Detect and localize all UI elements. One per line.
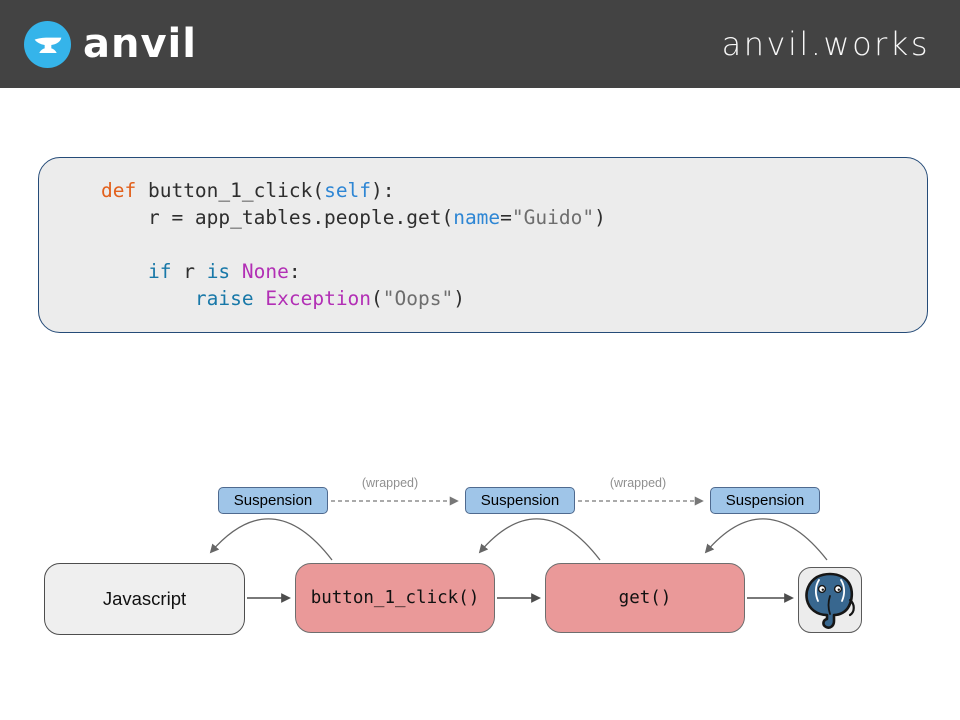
suspension-label: Suspension (480, 492, 560, 509)
suspension-arc-1 (209, 518, 333, 561)
suspension-label: Suspension (233, 492, 313, 509)
suspension-box-1: Suspension (218, 487, 328, 514)
node-label: Javascript (102, 588, 187, 609)
node-javascript: Javascript (44, 563, 245, 635)
node-button-1-click: button_1_click() (295, 563, 495, 633)
suspension-arc-2 (478, 518, 601, 561)
wrapped-label-2: (wrapped) (609, 476, 667, 490)
code-line: raise Exception("Oops") (194, 287, 465, 310)
node-get: get() (545, 563, 745, 633)
code-line: if r is None: (147, 260, 301, 283)
anvil-works-wordmark: anvil.works (721, 25, 930, 63)
code-line (101, 231, 917, 258)
node-postgres (798, 567, 862, 633)
anvil-logo: anvil (24, 21, 197, 68)
wrapped-label-1: (wrapped) (361, 476, 419, 490)
postgresql-elephant-icon (805, 572, 855, 629)
code-block: def button_1_click(self): r = app_tables… (38, 157, 928, 333)
suspension-box-3: Suspension (710, 487, 820, 514)
node-label: button_1_click() (310, 588, 480, 608)
suspension-box-2: Suspension (465, 487, 575, 514)
anvil-icon (24, 21, 71, 68)
brand-name: anvil (83, 21, 197, 67)
header-bar: anvil anvil.works (0, 0, 960, 88)
code-line: def button_1_click(self): (101, 179, 395, 202)
suspension-arc-3 (704, 518, 828, 561)
code-line: r = app_tables.people.get(name="Guido") (101, 206, 606, 229)
suspension-label: Suspension (725, 492, 805, 509)
node-label: get() (618, 588, 672, 608)
